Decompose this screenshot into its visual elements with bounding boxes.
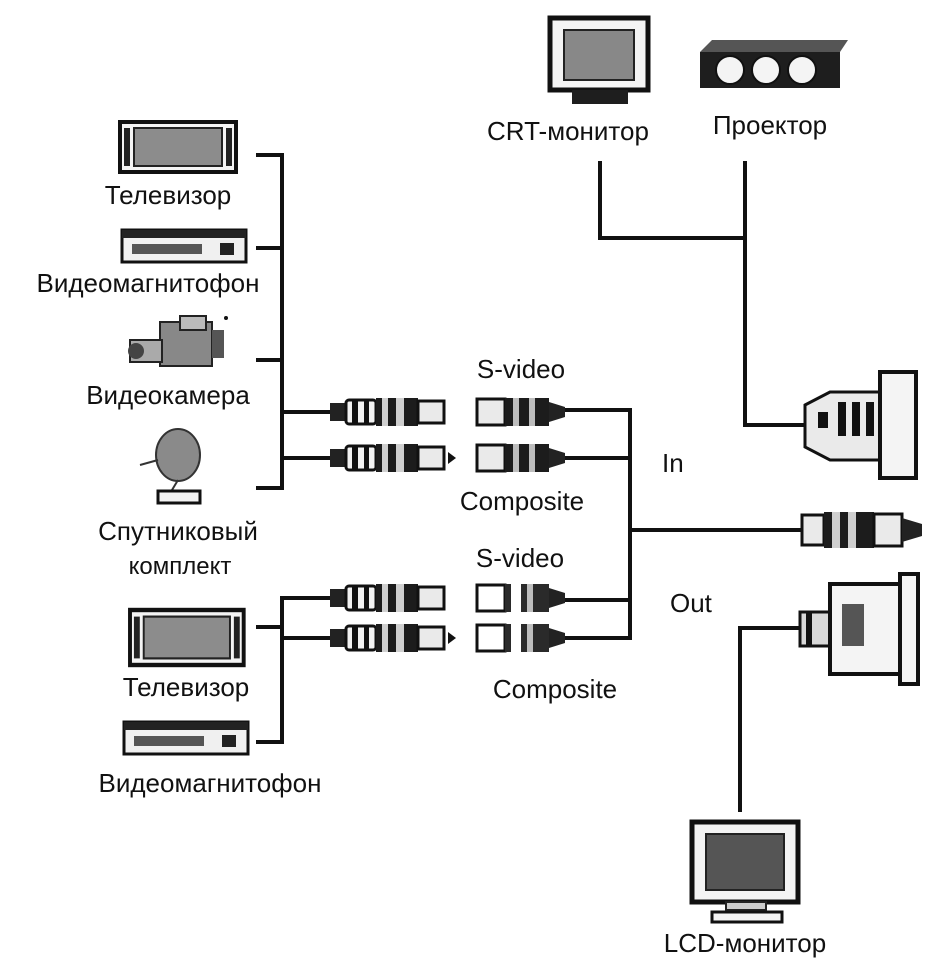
satellite-icon	[139, 428, 202, 505]
composite-out-plug	[328, 622, 456, 654]
svideo-in-socket	[475, 396, 567, 428]
svideo-in-plug	[328, 396, 446, 428]
vcr-in-icon	[120, 228, 248, 264]
tv-in-icon	[118, 120, 238, 174]
crt-monitor-label: CRT-монитор	[487, 116, 649, 146]
svideo-out-plug	[328, 582, 446, 614]
svideo-out-socket	[475, 582, 567, 614]
svideo-out-label: S-video	[475, 543, 565, 573]
vga-connector	[803, 370, 918, 480]
tv-out-label: Телевизор	[122, 672, 250, 702]
composite-in-plug	[328, 442, 456, 474]
lcd-monitor-icon	[689, 819, 801, 924]
projector-label: Проектор	[712, 110, 828, 140]
projector-icon	[700, 40, 848, 88]
out-label: Out	[670, 588, 712, 618]
dvi-connector	[798, 572, 920, 686]
satellite-label-line1: Спутниковый	[98, 516, 258, 546]
composite-in-label: Composite	[459, 486, 585, 516]
crt-monitor-icon	[547, 15, 651, 104]
camcorder-label: Видеокамера	[86, 380, 250, 410]
lcd-monitor-label: LCD-монитор	[663, 928, 827, 958]
satellite-label-line2: комплект	[128, 553, 232, 580]
tv-in-label: Телевизор	[104, 180, 232, 210]
vcr-in-label: Видеомагнитофон	[36, 268, 260, 298]
main-video-plug	[800, 512, 922, 548]
vcr-out-label: Видеомагнитофон	[98, 768, 322, 798]
vcr-out-icon	[122, 720, 250, 756]
tv-out-icon	[130, 610, 244, 665]
composite-out-socket	[475, 622, 567, 654]
composite-out-label: Composite	[492, 674, 618, 704]
camcorder-icon	[128, 315, 228, 367]
svideo-in-label: S-video	[476, 354, 566, 384]
in-label: In	[662, 448, 684, 478]
connection-lines	[256, 153, 807, 812]
composite-in-socket	[475, 442, 567, 474]
